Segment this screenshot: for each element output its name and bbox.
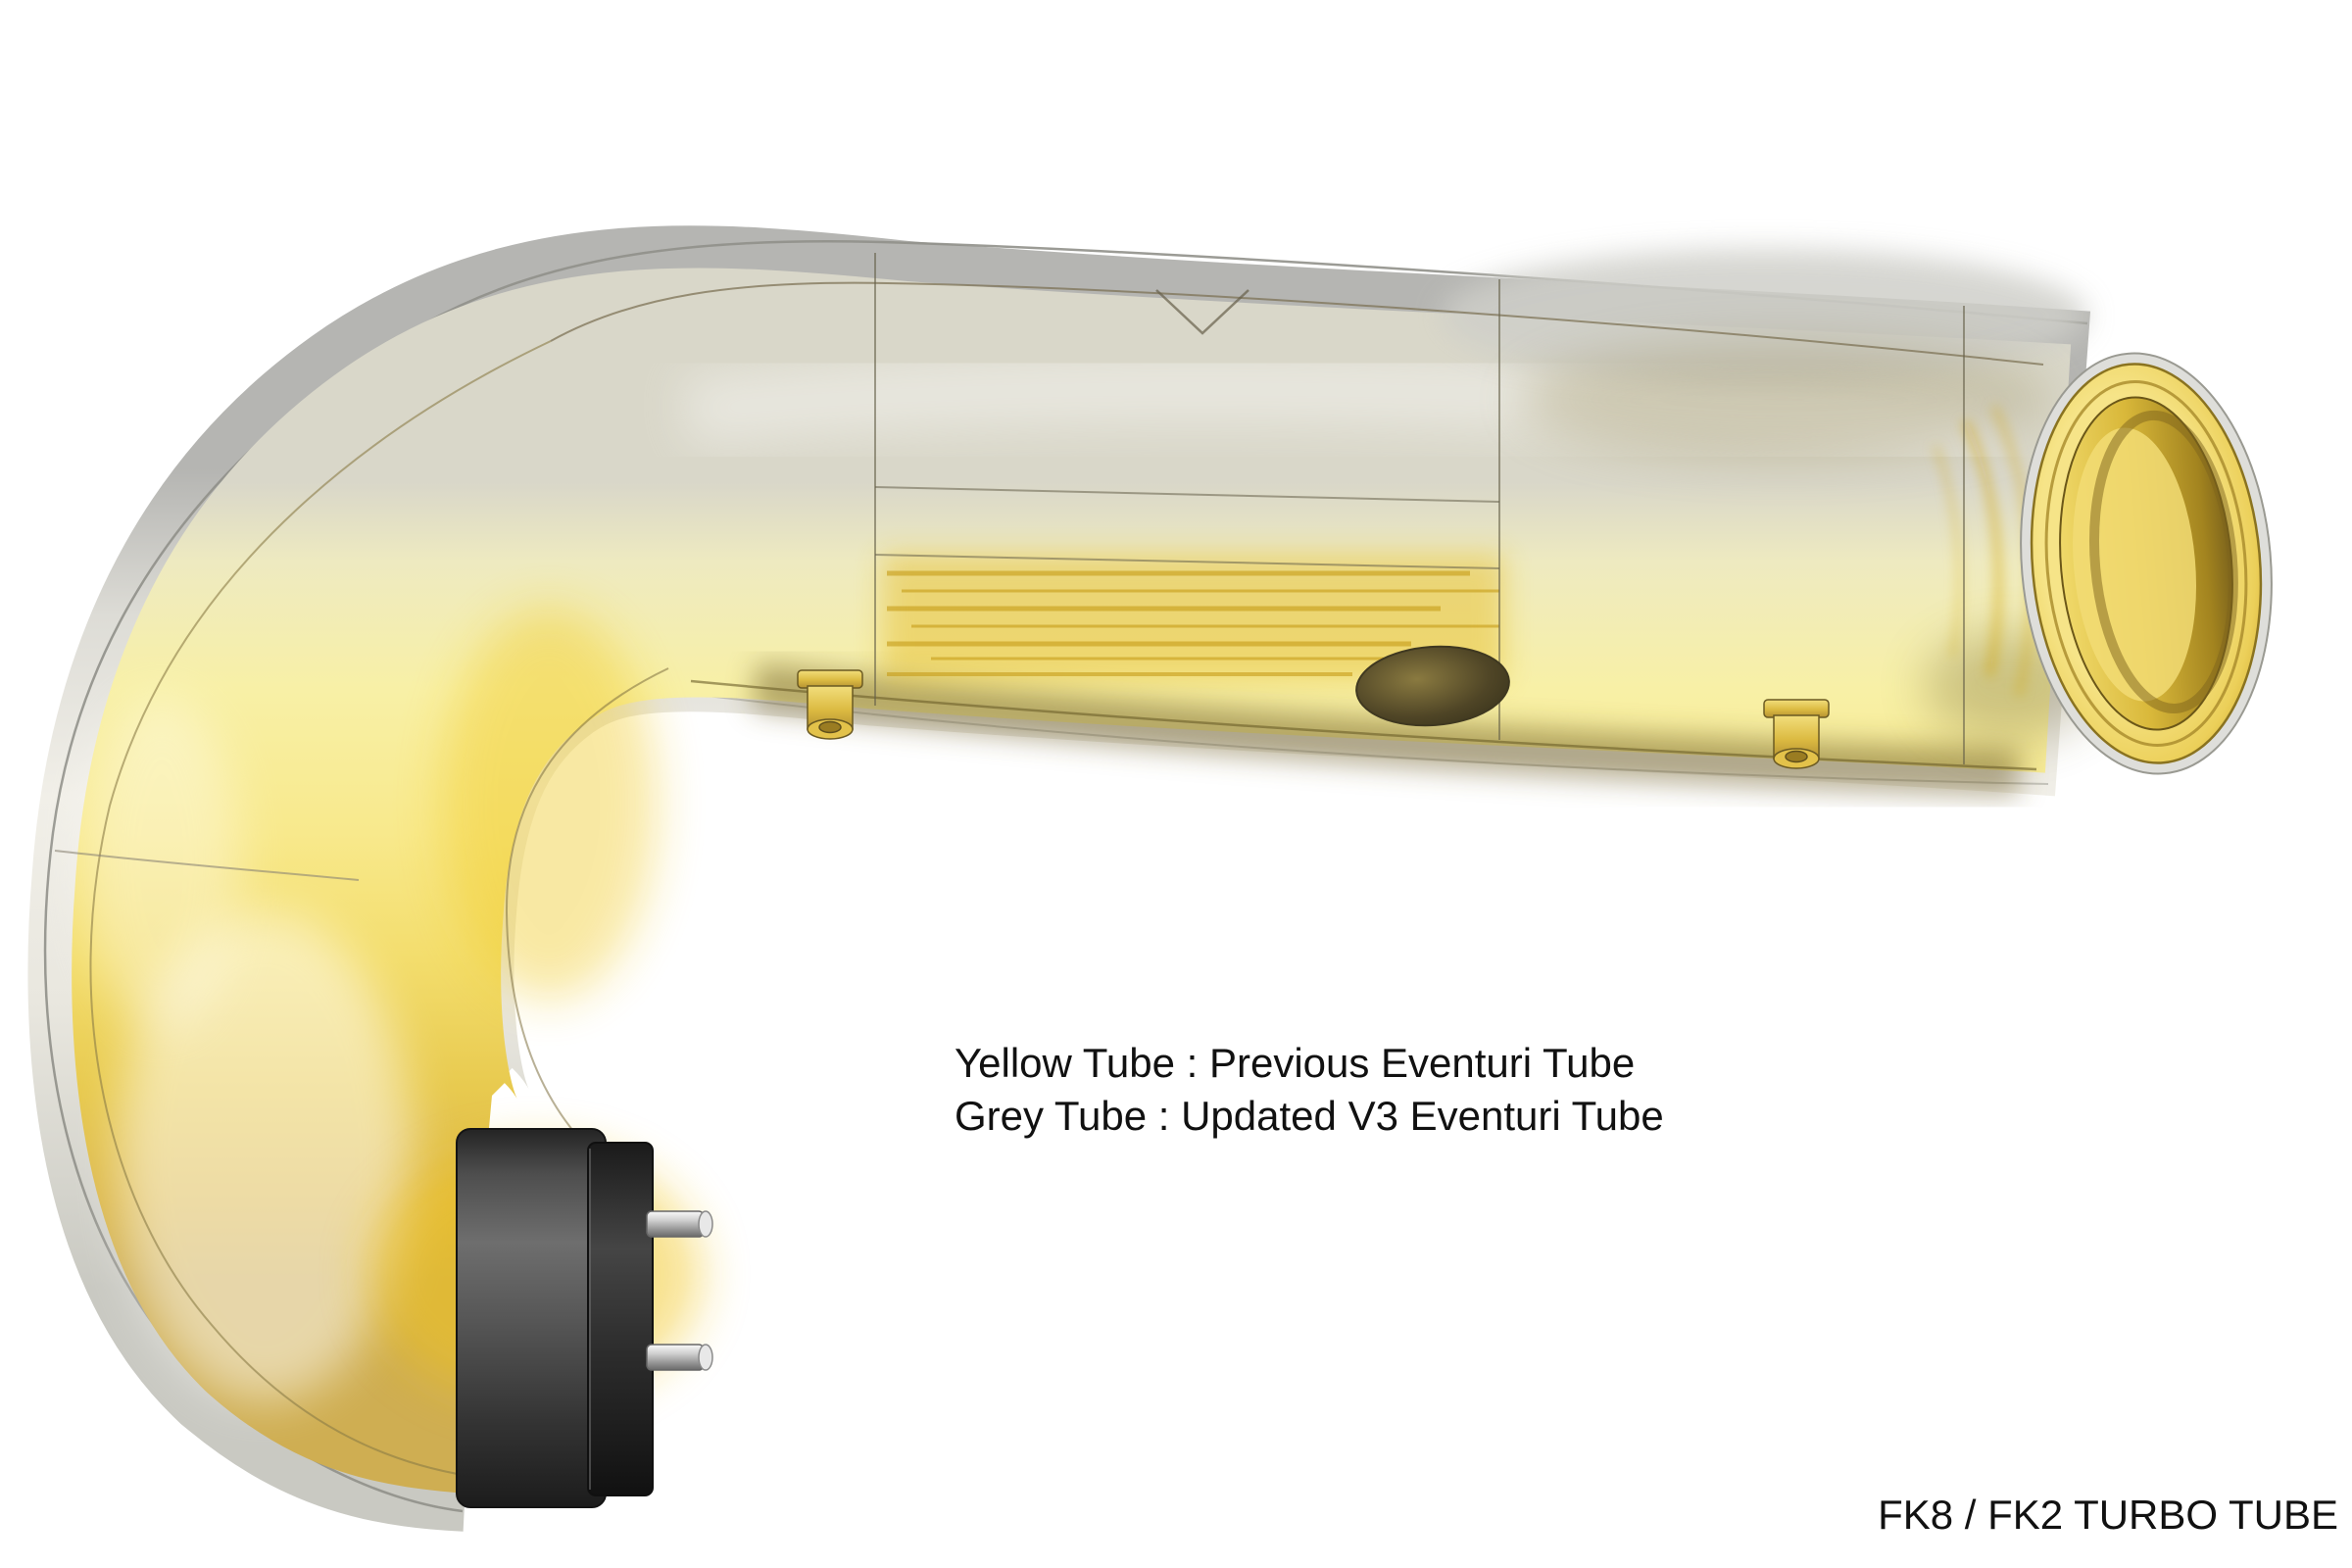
mount-nub-left (797, 669, 863, 740)
tube-outlet (2020, 352, 2273, 775)
olive-shade-right (1519, 341, 2048, 459)
drawing-title: FK8 / FK2 TURBO TUBE (1878, 1492, 2338, 1538)
bend-seam (54, 850, 360, 881)
panel-line-bottom (874, 554, 1500, 569)
shading-overlays (83, 249, 2099, 1401)
legend-line-grey: Grey Tube : Updated V3 Eventuri Tube (955, 1093, 1664, 1139)
inner-bend-edge (505, 667, 669, 1184)
panel-line-top (874, 486, 1500, 503)
flange-connector (456, 1128, 713, 1508)
yellow-top-edge (550, 281, 2044, 366)
outlet-rim-line (2044, 379, 2248, 748)
notch-triangle (1155, 289, 1250, 335)
inner-bend-gold-glow (441, 608, 657, 1000)
grey-overlay-right (1441, 249, 2087, 382)
flange-plate (587, 1142, 654, 1496)
outlet-inner-shadow-ring (2088, 410, 2238, 713)
flange-body (456, 1128, 607, 1508)
legend-line-yellow: Yellow Tube : Previous Eventuri Tube (955, 1040, 1636, 1086)
yellow-outer-bend-edge (89, 340, 552, 1477)
edge-lines (54, 253, 2044, 1477)
mount-nub-right (1763, 699, 1830, 769)
legend-annotation: Yellow Tube : Previous Eventuri Tube Gre… (955, 1037, 1664, 1143)
yellow-bottom-edge (690, 679, 2037, 771)
run-underside-shadow (752, 662, 2020, 796)
bend-highlight (118, 911, 412, 1401)
flange-pin-top (646, 1210, 713, 1238)
flange-pin-bottom (646, 1344, 713, 1371)
vent-hole (1355, 645, 1510, 727)
